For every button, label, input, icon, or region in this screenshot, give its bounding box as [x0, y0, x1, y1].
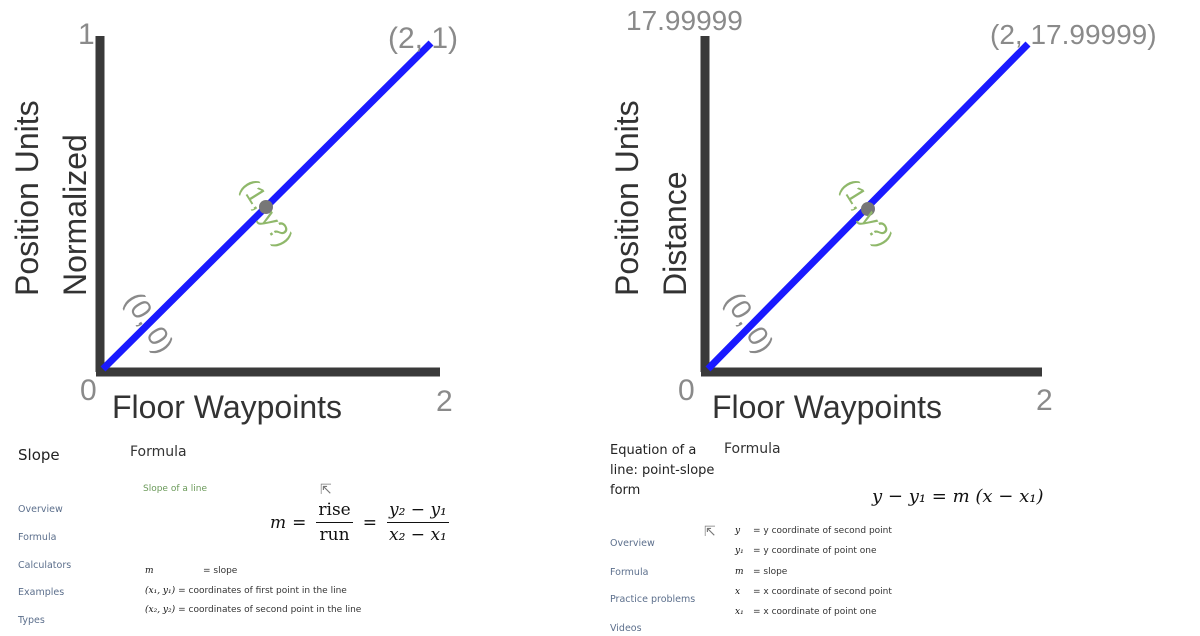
point-slope-formula-snippet: Equation of a line: point-slope form For… — [600, 436, 1200, 636]
definition-row: (x₂, y₂)= coordinates of second point in… — [145, 605, 362, 615]
definition-row: m= slope — [735, 567, 788, 577]
run-text: run — [319, 525, 350, 545]
title-line: form — [610, 483, 641, 498]
y-max-label: 17.99999 — [626, 5, 743, 36]
formula-equals-2: = — [362, 512, 377, 533]
normalized-position-graph: 1 0 2 Floor Waypoints Position Units Nor… — [9, 18, 458, 425]
mouse-cursor-icon: ⇱ — [704, 524, 716, 540]
origin-label: 0 — [80, 374, 97, 407]
point-slope-formula: y − y₁ = m (x − x₁) — [872, 486, 1044, 507]
rise-over-run: rise run — [316, 500, 353, 545]
midpoint-marker — [259, 200, 273, 214]
y-axis-label-line2: Normalized — [57, 134, 93, 296]
definition-row: m= slope — [145, 566, 238, 576]
end-point-label: (2, 17.99999) — [990, 19, 1157, 50]
slope-formula: m = rise run = y₂ − y₁ x₂ − x₁ — [270, 500, 453, 545]
nav-practice-problems[interactable]: Practice problems — [610, 594, 696, 605]
nav-videos[interactable]: Videos — [610, 623, 642, 634]
definition-row: y= y coordinate of second point — [735, 526, 892, 536]
definition-row: y₁= y coordinate of point one — [735, 546, 877, 556]
definition-row: x₁= x coordinate of point one — [735, 607, 877, 617]
x-max-label: 2 — [1036, 384, 1053, 417]
x-axis-label: Floor Waypoints — [712, 389, 942, 425]
nav-examples[interactable]: Examples — [18, 587, 65, 598]
definition-row: (x₁, y₁)= coordinates of first point in … — [145, 586, 347, 596]
snippet-title: Slope — [18, 446, 60, 464]
end-point-label: (2, 1) — [388, 22, 458, 55]
title-line: Equation of a — [610, 443, 697, 458]
numerator: y₂ − y₁ — [386, 500, 449, 523]
formula-lhs: m — [270, 512, 287, 533]
mouse-cursor-icon: ⇱ — [320, 482, 332, 498]
nav-types[interactable]: Types — [18, 615, 45, 626]
section-heading: Formula — [724, 441, 781, 457]
x-max-label: 2 — [436, 385, 453, 418]
distance-position-graph: 17.99999 0 2 Floor Waypoints Position Un… — [609, 5, 1157, 425]
rise-text: rise — [316, 500, 353, 523]
y-axis-label-line1: Position Units — [9, 100, 45, 296]
nav-overview[interactable]: Overview — [18, 504, 63, 515]
definition-row: x= x coordinate of second point — [735, 587, 892, 597]
origin-label: 0 — [678, 374, 695, 407]
slope-subtitle: Slope of a line — [143, 484, 207, 494]
nav-calculators[interactable]: Calculators — [18, 560, 72, 571]
y-max-label: 1 — [78, 18, 95, 51]
slope-formula-snippet: Slope Formula Slope of a line ⇱ Overview… — [0, 436, 600, 636]
y-axis-label-line1: Position Units — [609, 100, 645, 296]
coordinate-fraction: y₂ − y₁ x₂ − x₁ — [386, 500, 449, 545]
section-heading: Formula — [130, 444, 187, 460]
denominator: x₂ − x₁ — [389, 525, 447, 545]
snippet-title: Equation of a line: point-slope form — [610, 441, 714, 501]
x-axis-label: Floor Waypoints — [112, 389, 342, 425]
nav-formula[interactable]: Formula — [610, 567, 649, 578]
nav-formula[interactable]: Formula — [18, 532, 57, 543]
formula-equals-1: = — [292, 512, 307, 533]
midpoint-marker — [861, 202, 875, 216]
y-axis-label-line2: Distance — [657, 172, 693, 297]
nav-overview[interactable]: Overview — [610, 538, 655, 549]
title-line: line: point-slope — [610, 463, 715, 478]
